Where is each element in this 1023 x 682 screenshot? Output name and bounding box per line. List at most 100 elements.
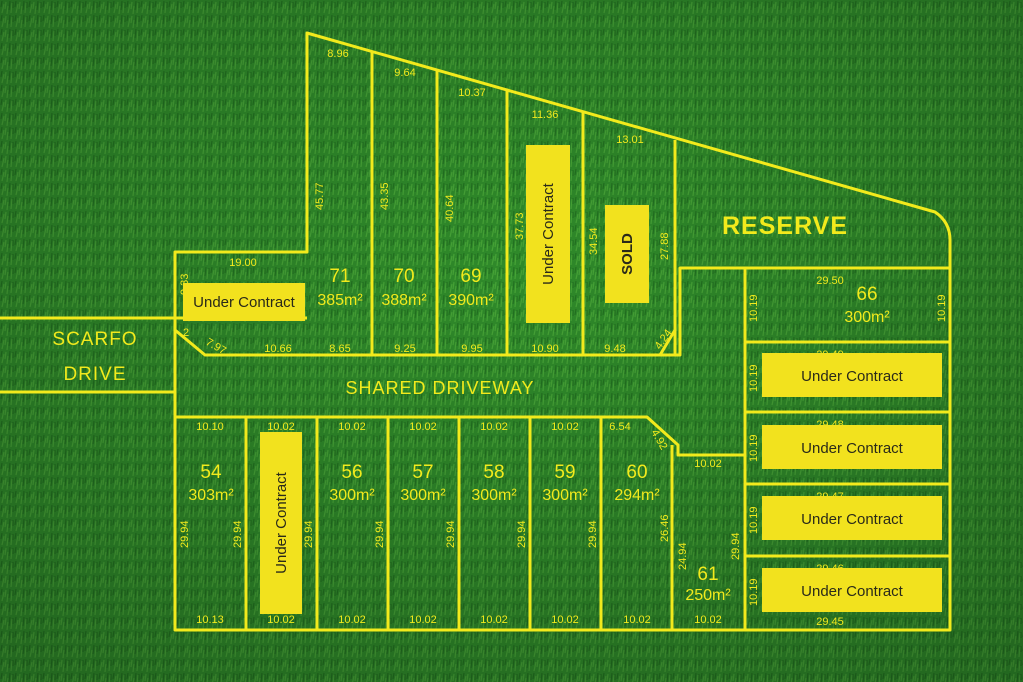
- svg-text:43.35: 43.35: [379, 182, 391, 210]
- svg-text:26.46: 26.46: [659, 514, 671, 542]
- svg-text:Under Contract: Under Contract: [540, 182, 557, 285]
- svg-text:10.19: 10.19: [748, 294, 760, 322]
- svg-text:6.54: 6.54: [609, 421, 630, 433]
- lot-57-area: 300m²: [400, 487, 446, 504]
- status-badge-lot-62: Under Contract: [762, 568, 942, 612]
- svg-text:Under Contract: Under Contract: [801, 511, 904, 528]
- svg-text:29.94: 29.94: [232, 520, 244, 548]
- svg-text:8.65: 8.65: [329, 343, 350, 355]
- svg-text:10.19: 10.19: [936, 294, 948, 322]
- svg-text:2: 2: [183, 327, 189, 339]
- svg-text:10.90: 10.90: [531, 343, 559, 355]
- svg-text:10.37: 10.37: [458, 87, 486, 99]
- svg-text:29.94: 29.94: [587, 520, 599, 548]
- east-lot-dividers: [745, 340, 950, 558]
- lot-61-area: 250m²: [685, 587, 731, 604]
- lot-56-number: 56: [341, 462, 362, 483]
- svg-text:10.02: 10.02: [551, 614, 579, 626]
- svg-text:10.02: 10.02: [480, 421, 508, 433]
- status-tags: Under Contract Under Contract SOLD Under…: [183, 145, 942, 614]
- svg-text:SOLD: SOLD: [619, 233, 636, 275]
- svg-text:40.64: 40.64: [444, 194, 456, 222]
- lot-71-area: 385m²: [317, 292, 363, 309]
- svg-text:10.19: 10.19: [748, 434, 760, 462]
- north-depth-dims: 45.77 43.35 40.64 37.73 34.54 27.88: [314, 182, 671, 260]
- lot-71-number: 71: [329, 266, 350, 287]
- svg-text:10.02: 10.02: [267, 614, 295, 626]
- street-edges: [0, 316, 175, 394]
- svg-text:Under Contract: Under Contract: [801, 440, 904, 457]
- svg-text:10.02: 10.02: [409, 614, 437, 626]
- svg-text:37.73: 37.73: [514, 212, 526, 240]
- svg-text:10.02: 10.02: [551, 421, 579, 433]
- svg-text:10.13: 10.13: [196, 614, 224, 626]
- reserve-label: RESERVE: [722, 212, 848, 240]
- svg-text:10.02: 10.02: [480, 614, 508, 626]
- status-badge-sold: SOLD: [605, 205, 649, 303]
- svg-text:29.45: 29.45: [816, 616, 844, 628]
- south-lot-labels: 54 303m² 56 300m² 57 300m² 58 300m² 59 3…: [188, 462, 731, 604]
- svg-text:10.02: 10.02: [694, 614, 722, 626]
- status-badge-lot-68: Under Contract: [526, 145, 570, 323]
- svg-text:10.02: 10.02: [267, 421, 295, 433]
- svg-text:29.94: 29.94: [445, 520, 457, 548]
- svg-text:29.94: 29.94: [730, 532, 742, 560]
- street-name-line1: SCARFO: [52, 329, 137, 350]
- svg-text:10.66: 10.66: [264, 343, 292, 355]
- svg-text:19.00: 19.00: [229, 257, 257, 269]
- svg-text:10.19: 10.19: [748, 578, 760, 606]
- north-lot-dividers: [370, 52, 677, 355]
- svg-text:9.64: 9.64: [394, 67, 415, 79]
- svg-text:29.94: 29.94: [179, 520, 191, 548]
- svg-text:9.95: 9.95: [461, 343, 482, 355]
- svg-text:8.96: 8.96: [327, 48, 348, 60]
- lot-66-area: 300m²: [844, 309, 890, 326]
- top-frontage-dims: 8.96 9.64 10.37 11.36 13.01: [327, 48, 643, 146]
- driveway-north-edge: [174, 266, 950, 357]
- status-badge-lot-64: Under Contract: [762, 425, 942, 469]
- svg-text:10.02: 10.02: [694, 458, 722, 470]
- lot-58-area: 300m²: [471, 487, 517, 504]
- driveway-label: SHARED DRIVEWAY: [345, 378, 534, 398]
- lot-58-number: 58: [483, 462, 504, 483]
- south-dims: 10.10 10.02 10.02 10.02 10.02 10.02 6.54…: [179, 421, 742, 626]
- svg-text:29.94: 29.94: [516, 520, 528, 548]
- lot-54-area: 303m²: [188, 487, 234, 504]
- lot-54-number: 54: [200, 462, 222, 483]
- svg-text:24.94: 24.94: [677, 542, 689, 570]
- lot-61-number: 61: [697, 564, 718, 585]
- svg-text:29.94: 29.94: [374, 520, 386, 548]
- status-badge-lot-55: Under Contract: [260, 432, 302, 614]
- svg-text:29.94: 29.94: [303, 520, 315, 548]
- north-lot-labels: 71 385m² 70 388m² 69 390m² 66 300m²: [317, 266, 890, 326]
- svg-text:Under Contract: Under Contract: [273, 471, 290, 574]
- lot-57-number: 57: [412, 462, 433, 483]
- svg-text:10.19: 10.19: [748, 364, 760, 392]
- svg-text:Under Contract: Under Contract: [193, 294, 296, 311]
- svg-text:45.77: 45.77: [314, 182, 326, 210]
- svg-text:13.01: 13.01: [616, 134, 644, 146]
- lot-60-number: 60: [626, 462, 647, 483]
- svg-text:10.02: 10.02: [338, 614, 366, 626]
- lot-59-area: 300m²: [542, 487, 588, 504]
- svg-text:11.36: 11.36: [532, 109, 559, 121]
- south-lot-dividers: [244, 417, 674, 630]
- lot-69-number: 69: [460, 266, 481, 287]
- svg-text:34.54: 34.54: [588, 227, 600, 255]
- outer-boundary: [173, 31, 952, 632]
- svg-text:9.25: 9.25: [394, 343, 415, 355]
- lot-69-area: 390m²: [448, 292, 494, 309]
- status-badge-lot-63: Under Contract: [762, 496, 942, 540]
- svg-text:10.19: 10.19: [748, 506, 760, 534]
- svg-text:Under Contract: Under Contract: [801, 583, 904, 600]
- lot-56-area: 300m²: [329, 487, 375, 504]
- lot-66-number: 66: [856, 284, 877, 305]
- svg-text:10.02: 10.02: [409, 421, 437, 433]
- street-name-line2: DRIVE: [63, 364, 126, 385]
- svg-text:27.88: 27.88: [659, 232, 671, 260]
- svg-text:10.02: 10.02: [338, 421, 366, 433]
- north-rear-dims: 10.66 8.65 9.25 9.95 10.90 9.48 4.24: [264, 327, 675, 355]
- svg-text:10.02: 10.02: [623, 614, 651, 626]
- svg-text:9.48: 9.48: [604, 343, 625, 355]
